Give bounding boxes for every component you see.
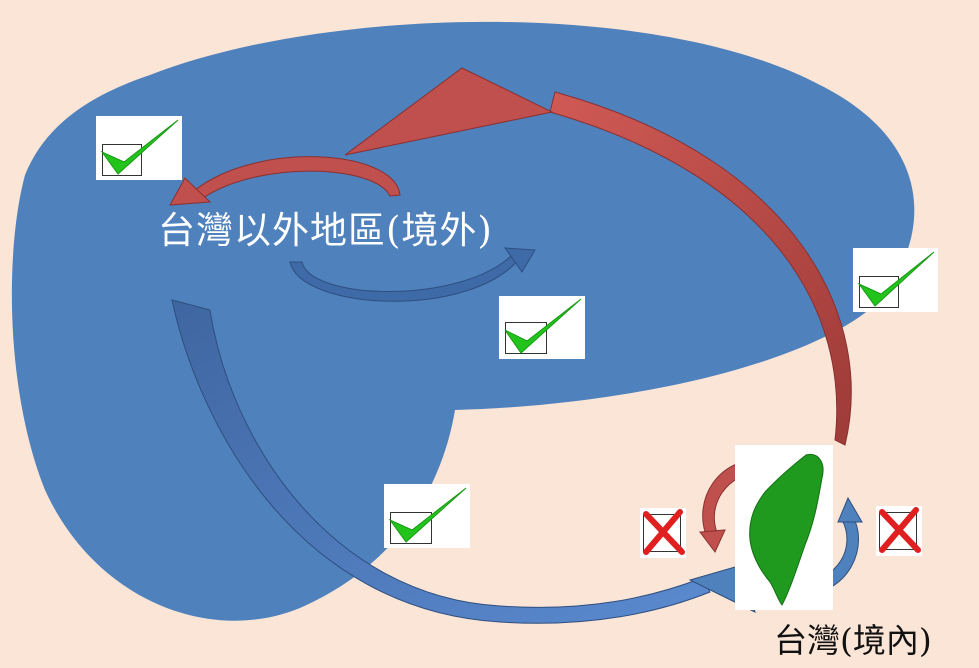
taiwan-region-label: 台灣(境內): [774, 621, 932, 660]
check-box-overseas-topleft: [96, 116, 182, 180]
taiwan-island: [749, 453, 824, 606]
overseas-region-label: 台灣以外地區(境外): [158, 209, 493, 252]
red-loop-arrowhead: [169, 177, 212, 206]
cross-box-taiwan-right: [876, 506, 922, 556]
check-icon: [388, 487, 467, 543]
blue-loop-arrowhead: [503, 247, 536, 273]
red-arc-to-overseas: [549, 91, 852, 446]
check-box-overseas-to-taiwan: [384, 484, 470, 548]
cross-icon: [643, 509, 685, 555]
check-box-taiwan-to-overseas: [853, 248, 938, 312]
check-icon: [504, 298, 582, 354]
cross-icon: [879, 507, 921, 553]
red-taiwan-arrowhead: [699, 529, 726, 553]
cross-box-taiwan-left: [640, 508, 686, 558]
check-box-overseas-loop: [499, 296, 585, 359]
blue-taiwan-arrowhead: [837, 496, 863, 523]
check-icon: [100, 119, 179, 175]
check-icon: [857, 251, 935, 307]
red-arrowhead-large: [344, 67, 554, 156]
